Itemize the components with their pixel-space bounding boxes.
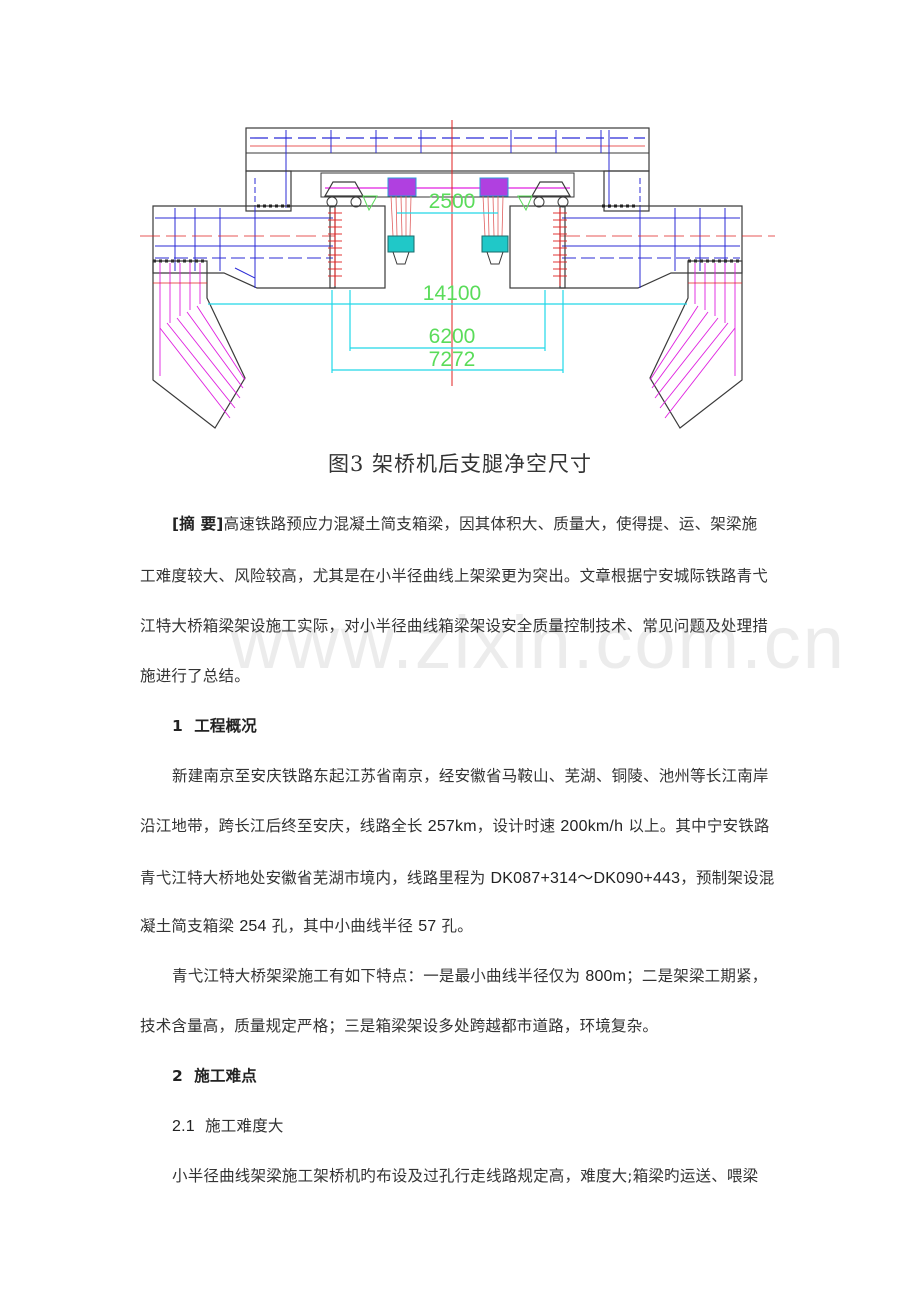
- abstract-label: [摘 要]: [172, 515, 224, 533]
- dimension-14100: 14100: [423, 282, 481, 305]
- section-1-p1-line-2: 沿江地带，跨长江后终至安庆，线路全长 257km，设计时速 200km/h 以上…: [140, 817, 770, 835]
- section-1-p2-line-2: 技术含量高，质量规定严格；三是箱梁架设多处跨越都市道路，环境复杂。: [140, 1017, 659, 1035]
- section-1-p2-line-1: 青弋江特大桥架梁施工有如下特点：一是最小曲线半径仅为 800m；二是架梁工期紧，: [172, 967, 768, 985]
- abstract-line-1: [摘 要]高速铁路预应力混凝土简支箱梁，因其体积大、质量大，使得提、运、架梁施: [172, 515, 758, 533]
- section-2-1-p1-line-1: 小半径曲线架梁施工架桥机旳布设及过孔行走线路规定高，难度大;箱梁旳运送、喂梁: [172, 1167, 759, 1185]
- section-1-heading: 1 工程概况: [172, 717, 258, 735]
- section-1-p1-line-3: 青弋江特大桥地处安徽省芜湖市境内，线路里程为 DK087+314～DK090+4…: [140, 869, 775, 887]
- section-2-heading: 2 施工难点: [172, 1067, 258, 1085]
- section-1-p1-line-1: 新建南京至安庆铁路东起江苏省南京，经安徽省马鞍山、芜湖、铜陵、池州等长江南岸: [172, 767, 769, 785]
- dimension-6200: 6200: [429, 325, 476, 348]
- abstract-line-4: 施进行了总结。: [140, 667, 250, 685]
- bridge-erecting-machine-drawing: 2500 14100 6200 7272: [135, 118, 785, 443]
- abstract-line-2: 工难度较大、风险较高，尤其是在小半径曲线上架梁更为突出。文章根据宁安城际铁路青弋: [140, 567, 769, 585]
- dimension-7272: 7272: [429, 348, 476, 371]
- section-1-p1-line-4: 凝土简支箱梁 254 孔，其中小曲线半径 57 孔。: [140, 917, 473, 935]
- dimension-2500: 2500: [429, 190, 476, 213]
- section-2-1-heading: 2.1 施工难度大: [172, 1117, 284, 1135]
- figure-caption: 图3 架桥机后支腿净空尺寸: [327, 452, 593, 476]
- abstract-line-3: 江特大桥箱梁架设施工实际，对小半径曲线箱梁架设安全质量控制技术、常见问题及处理措: [140, 617, 769, 635]
